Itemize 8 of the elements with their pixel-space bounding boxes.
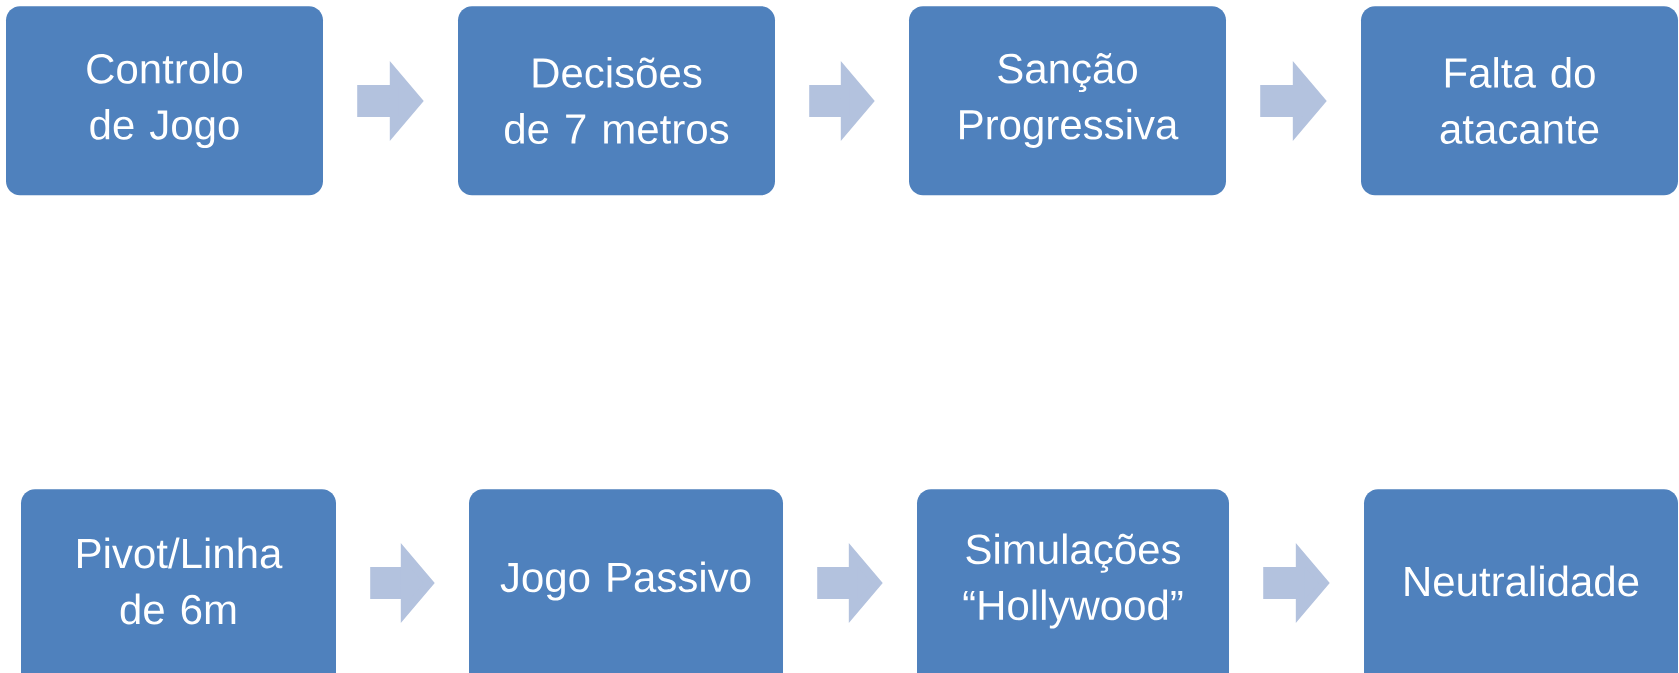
process-box: Sanção Progressiva [909, 6, 1226, 196]
process-box: Falta do atacante [1361, 6, 1678, 196]
process-box: Simulações “Hollywood” [917, 489, 1229, 673]
process-box: Jogo Passivo [469, 489, 783, 673]
process-box: Neutralidade [1364, 489, 1678, 673]
process-box: Pivot/Linha de 6m [21, 489, 336, 673]
process-box: Decisões de 7 metros [458, 6, 775, 196]
process-box: Controlo de Jogo [6, 6, 323, 196]
